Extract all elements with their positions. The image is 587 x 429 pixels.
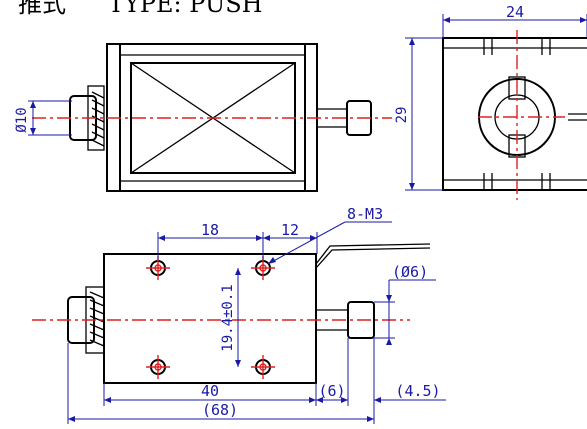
lead-wire-b xyxy=(315,247,431,269)
screw-leader-arrow xyxy=(268,257,276,264)
hole-spacing-left-label: 18 xyxy=(201,221,219,239)
hole-vertical-label: 19.4±0.1 xyxy=(220,284,236,351)
screw-leader xyxy=(267,221,346,265)
dim12-arrow-l xyxy=(263,235,270,241)
len6-arrow-l xyxy=(316,397,323,403)
bottom-spring-coils xyxy=(89,291,105,347)
mount-hole-br xyxy=(251,355,275,379)
len6-arrow-r xyxy=(341,397,348,403)
w-arrow-right xyxy=(580,17,587,23)
dia-arrow-bottom xyxy=(30,128,36,135)
mount-hole-tl xyxy=(146,256,170,280)
title-cn: 推式 xyxy=(18,0,66,18)
dia-label: Ø10 xyxy=(14,107,30,132)
plunger-diameter-label: (Ø6) xyxy=(392,263,428,281)
bottom-body-outline xyxy=(103,253,317,384)
end-height-label: 29 xyxy=(394,107,410,124)
h-arrow-bottom xyxy=(409,183,415,190)
total-length-label: (68) xyxy=(202,401,238,419)
lead-wire-a xyxy=(315,243,431,265)
bottom-view: 18 12 8-M3 19.4±0.1 (Ø6) 40 xyxy=(32,205,446,424)
len40-arrow-r xyxy=(309,397,316,403)
end-width-label: 24 xyxy=(506,3,524,21)
dia-arrow-top xyxy=(30,101,36,108)
end-frame-outline xyxy=(442,37,587,191)
h-arrow-top xyxy=(409,38,415,45)
mount-hole-tr xyxy=(251,256,275,280)
len45-arrow xyxy=(374,397,381,403)
side-spring-coils xyxy=(91,91,105,147)
w-arrow-left xyxy=(443,17,450,23)
mount-hole-bl xyxy=(146,355,170,379)
dim194-arrow-bottom xyxy=(235,360,241,367)
dim18-arrow-l xyxy=(158,235,165,241)
dim12-arrow-r xyxy=(310,235,317,241)
end-view: 24 29 xyxy=(394,3,587,200)
len68-arrow-l xyxy=(68,416,75,422)
plunger-head-label: (4.5) xyxy=(395,382,440,400)
dim194-arrow-top xyxy=(235,268,241,275)
gap-length-label: (6) xyxy=(318,382,345,400)
len40-arrow-l xyxy=(104,397,111,403)
screw-label: 8-M3 xyxy=(347,205,383,223)
dia6-arrow-top xyxy=(386,295,392,302)
title-en: TYPE: PUSH xyxy=(108,0,263,18)
dim18-arrow-r xyxy=(256,235,263,241)
side-view: Ø10 xyxy=(14,43,392,192)
bottom-plunger-head xyxy=(347,301,375,339)
dia6-arrow-bottom xyxy=(386,338,392,345)
len68-arrow-r xyxy=(367,416,374,422)
drawing-title: 推式 TYPE: PUSH xyxy=(18,0,263,18)
hole-spacing-right-label: 12 xyxy=(281,221,299,239)
body-length-label: 40 xyxy=(201,382,219,400)
